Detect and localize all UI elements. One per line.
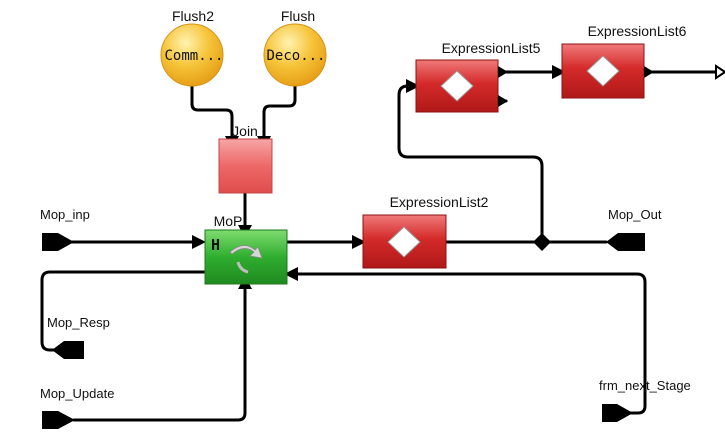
port-mop-update-label: Mop_Update	[40, 386, 114, 401]
refresh-arrow-icon	[229, 245, 263, 259]
diamond-icon	[440, 70, 474, 102]
block-mop-label: MoP	[214, 213, 243, 229]
wire-flush-join	[262, 80, 297, 140]
port-out-icon	[498, 66, 508, 78]
arrowhead	[284, 267, 298, 281]
block-expression-list5[interactable]: ExpressionList5	[415, 40, 541, 113]
wire-branch-expr5	[397, 84, 544, 244]
source-flush2-title: Flush2	[172, 8, 214, 24]
input-port-icon[interactable]	[602, 404, 633, 422]
wire-mop-resp	[40, 270, 206, 352]
source-flush[interactable]: Flush Deco...	[263, 8, 327, 87]
port-frm-next-stage-label: frm_next_Stage	[599, 378, 691, 393]
diamond-icon	[586, 55, 620, 87]
output-port-icon[interactable]	[606, 233, 645, 251]
input-port-icon[interactable]	[42, 233, 74, 251]
block-mop[interactable]: MoP H	[204, 213, 288, 285]
refresh-arrow-tail-icon	[236, 261, 249, 274]
source-flush-title: Flush	[281, 8, 315, 24]
block-expression-list2-label: ExpressionList2	[390, 194, 489, 210]
port-mop-inp[interactable]: Mop_inp	[40, 207, 90, 251]
block-expression-list2[interactable]: ExpressionList2	[362, 194, 489, 269]
port-frm-next-stage[interactable]: frm_next_Stage	[599, 378, 691, 422]
port-mop-out[interactable]: Mop_Out	[606, 207, 662, 251]
output-port-icon[interactable]	[52, 341, 84, 359]
port-mop-resp-label: Mop_Resp	[47, 315, 110, 330]
port-out-icon	[644, 66, 654, 78]
input-port-icon[interactable]	[42, 411, 75, 429]
block-join[interactable]: Join	[218, 123, 273, 194]
source-flush2[interactable]: Flush2 Comm...	[160, 8, 224, 87]
port-out-icon	[498, 95, 508, 107]
arrowhead	[192, 235, 206, 249]
block-expression-list5-label: ExpressionList5	[442, 40, 541, 56]
source-flush2-text: Comm...	[164, 48, 223, 64]
port-mop-inp-label: Mop_inp	[40, 207, 90, 222]
arrowhead-open	[715, 64, 725, 80]
port-mop-update[interactable]: Mop_Update	[40, 386, 114, 429]
block-mop-body[interactable]	[204, 229, 288, 285]
block-expression-list6-label: ExpressionList6	[588, 23, 687, 39]
arrowhead	[552, 65, 566, 79]
port-mop-resp[interactable]: Mop_Resp	[47, 315, 110, 359]
block-join-label: Join	[232, 123, 258, 139]
block-join-body[interactable]	[218, 138, 273, 194]
diamond-icon	[387, 226, 421, 258]
block-mop-glyph: H	[211, 236, 220, 254]
block-expression-list6[interactable]: ExpressionList6	[561, 23, 687, 99]
junction-diamond	[533, 233, 551, 251]
arrowhead	[352, 235, 366, 249]
wire-update-mop	[72, 288, 247, 422]
port-mop-out-label: Mop_Out	[608, 207, 662, 222]
wire-nextstage-mop	[288, 272, 647, 415]
arrowhead	[406, 79, 420, 93]
source-flush2-node[interactable]	[160, 23, 224, 87]
source-flush-text: Deco...	[266, 48, 325, 64]
wire-flush2-join	[190, 80, 234, 140]
source-flush-node[interactable]	[263, 23, 327, 87]
